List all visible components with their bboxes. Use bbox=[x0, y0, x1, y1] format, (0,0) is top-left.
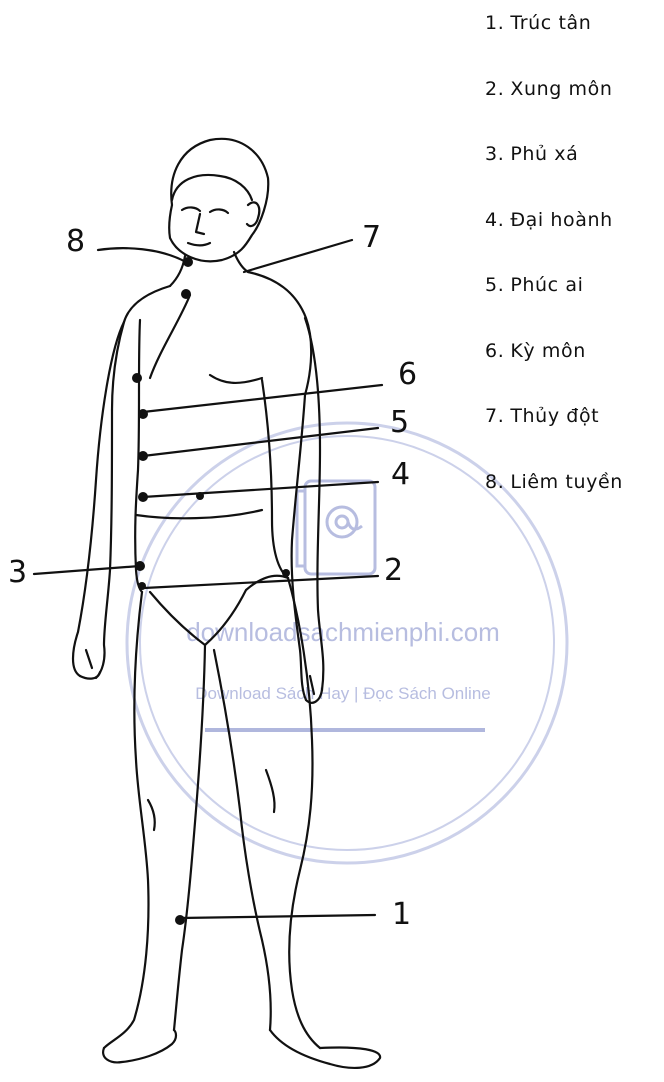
point-number-1: 1 bbox=[392, 897, 411, 932]
knee-left bbox=[148, 800, 155, 830]
legend-number: 3. bbox=[485, 139, 504, 169]
legend-number: 5. bbox=[485, 270, 504, 300]
eye-right bbox=[210, 209, 228, 213]
point-dot-6b bbox=[132, 373, 142, 383]
legend-item: 8.Liêm tuyền bbox=[485, 467, 623, 533]
point-dot-3b bbox=[138, 582, 146, 590]
legend-item: 6.Kỳ môn bbox=[485, 336, 623, 402]
leader-1 bbox=[180, 915, 375, 918]
legend-label: Đại hoành bbox=[510, 205, 612, 235]
legend-label: Thủy đột bbox=[510, 401, 599, 431]
legend-label: Liêm tuyền bbox=[510, 467, 623, 497]
head-outline bbox=[169, 139, 268, 261]
point-dot-2 bbox=[282, 569, 290, 577]
point-dot-4 bbox=[138, 492, 148, 502]
point-dot-5 bbox=[138, 451, 148, 461]
foot-left bbox=[103, 1030, 176, 1062]
point-numbers: 1 2 3 4 5 6 7 8 bbox=[8, 220, 417, 932]
legend-label: Trúc tân bbox=[510, 8, 591, 38]
watermark-book-icon bbox=[297, 481, 375, 574]
legend-number: 7. bbox=[485, 401, 504, 431]
waist-line bbox=[136, 510, 262, 518]
point-dot-7 bbox=[181, 289, 191, 299]
leader-8 bbox=[98, 248, 186, 262]
point-number-3: 3 bbox=[8, 555, 27, 590]
leader-4 bbox=[143, 482, 378, 497]
point-legend: 1.Trúc tân 2.Xung môn 3.Phủ xá 4.Đại hoà… bbox=[485, 8, 623, 532]
mouth bbox=[188, 243, 210, 245]
legend-number: 2. bbox=[485, 74, 504, 104]
leg-right-inner bbox=[214, 650, 271, 1030]
hand-left bbox=[80, 650, 100, 679]
legend-item: 3.Phủ xá bbox=[485, 139, 623, 205]
legend-number: 1. bbox=[485, 8, 504, 38]
legend-label: Xung môn bbox=[510, 74, 612, 104]
chest-line bbox=[150, 295, 190, 378]
legend-item: 7.Thủy đột bbox=[485, 401, 623, 467]
legend-number: 4. bbox=[485, 205, 504, 235]
human-figure bbox=[73, 139, 380, 1068]
leg-right-outer bbox=[288, 578, 320, 1048]
arm-left-outer bbox=[73, 322, 124, 676]
legend-item: 5.Phúc ai bbox=[485, 270, 623, 336]
hair-line bbox=[172, 175, 252, 200]
point-number-2: 2 bbox=[384, 553, 403, 588]
watermark-site: downloadsachmienphi.com bbox=[186, 617, 500, 647]
shoulder-left bbox=[112, 286, 170, 410]
leader-7 bbox=[244, 240, 352, 272]
point-number-7: 7 bbox=[362, 220, 381, 255]
watermark-tagline: Download Sách Hay | Đọc Sách Online bbox=[195, 684, 490, 703]
knee-right bbox=[266, 770, 275, 812]
eye-left bbox=[182, 207, 200, 211]
legend-item: 1.Trúc tân bbox=[485, 8, 623, 74]
point-dot-8 bbox=[183, 257, 193, 267]
legend-item: 4.Đại hoành bbox=[485, 205, 623, 271]
point-number-5: 5 bbox=[390, 405, 409, 440]
shoulder-right bbox=[248, 272, 311, 395]
legend-label: Kỳ môn bbox=[510, 336, 586, 366]
point-number-4: 4 bbox=[391, 457, 410, 492]
point-number-8: 8 bbox=[66, 224, 85, 259]
legend-label: Phủ xá bbox=[510, 139, 578, 169]
legend-number: 6. bbox=[485, 336, 504, 366]
legend-number: 8. bbox=[485, 467, 504, 497]
nose bbox=[196, 214, 204, 234]
neck-right bbox=[234, 252, 248, 272]
point-dot-3 bbox=[135, 561, 145, 571]
pec-line bbox=[210, 375, 262, 383]
legend-item: 2.Xung môn bbox=[485, 74, 623, 140]
foot-right bbox=[270, 1030, 380, 1068]
ear bbox=[247, 202, 259, 226]
leader-2 bbox=[144, 576, 378, 588]
point-number-6: 6 bbox=[398, 357, 417, 392]
leader-5 bbox=[143, 428, 378, 456]
point-dot-6 bbox=[138, 409, 148, 419]
point-dot-1 bbox=[175, 915, 185, 925]
legend-label: Phúc ai bbox=[510, 270, 583, 300]
point-dot-4b bbox=[196, 492, 204, 500]
torso-right-side bbox=[262, 380, 288, 578]
